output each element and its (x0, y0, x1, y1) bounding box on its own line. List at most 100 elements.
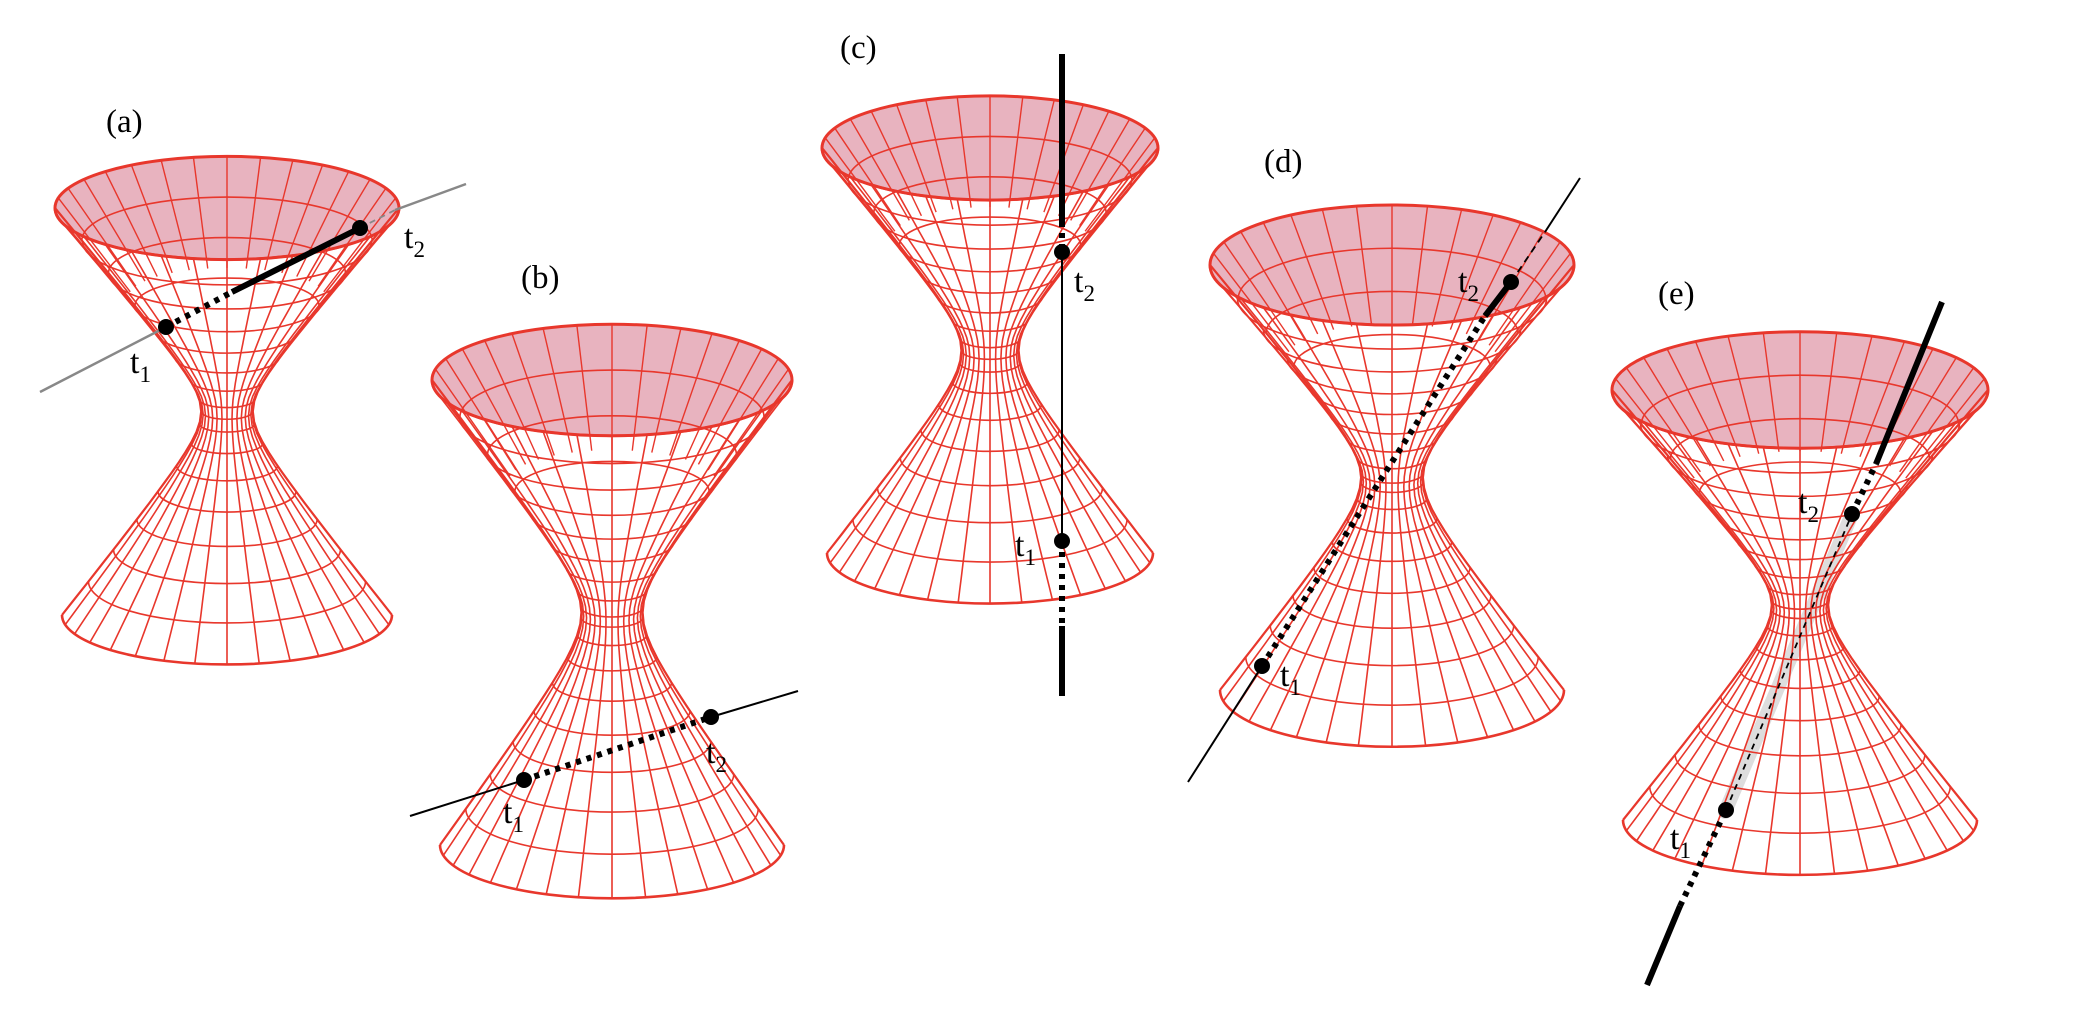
line-d-dashed (1510, 231, 1546, 283)
meridian (1762, 447, 1796, 874)
panel-label-e: (e) (1658, 276, 1695, 312)
ring (825, 552, 1155, 605)
meridian (1262, 307, 1371, 731)
interior-meridian (317, 187, 387, 287)
interior-meridian (956, 96, 972, 208)
meridian (1402, 320, 1463, 743)
interior-meridian (1449, 214, 1494, 330)
meridian (1804, 447, 1838, 874)
meridian (244, 244, 350, 651)
meridian (1240, 297, 1368, 722)
interior-meridian (104, 171, 158, 277)
silhouette-right (251, 207, 400, 616)
meridian (628, 426, 713, 890)
meridian (896, 190, 975, 596)
interior-meridian (160, 160, 190, 271)
line-b-thin-left (409, 779, 525, 817)
point-e-t1 (1718, 802, 1734, 818)
meridian (834, 167, 965, 573)
meridian (1419, 287, 1561, 713)
interior-meridian (669, 333, 713, 456)
meridian (240, 250, 324, 657)
interior-meridian (308, 178, 371, 282)
meridian (1321, 320, 1382, 743)
interior-meridian (296, 171, 350, 277)
meridian (83, 236, 207, 643)
interior-meridian (281, 164, 324, 274)
panel-c: (c) t1 t2 (820, 30, 1160, 696)
line-d (1187, 177, 1581, 783)
interior-meridian (684, 340, 740, 460)
meridian (1625, 411, 1775, 842)
line-d-thin-left (1187, 665, 1263, 783)
point-d-t2 (1503, 274, 1519, 290)
interior-meridian (834, 127, 901, 226)
panel-label-a: (a) (106, 104, 143, 140)
meridian (236, 255, 294, 661)
meridian (956, 198, 986, 603)
interior-meridian (57, 197, 131, 293)
interior-meridian (434, 368, 511, 477)
meridian (1009, 184, 1110, 590)
interior-meridian (1290, 214, 1335, 330)
interior-meridian (323, 197, 397, 293)
hyperboloid-mesh-a (53, 154, 401, 666)
interior-meridian (870, 110, 923, 217)
meridian (130, 250, 214, 657)
meridian (1223, 287, 1365, 713)
silhouette-right (1421, 264, 1575, 691)
interior-meridian (192, 157, 209, 269)
line-b-thin-right (710, 690, 799, 718)
interior-meridian (1889, 357, 1957, 467)
line-a (39, 182, 467, 394)
interior-meridian (1465, 222, 1522, 335)
interior-meridian (511, 333, 555, 456)
t2-label-b: t2 (706, 734, 727, 777)
t2-label-e: t2 (1798, 484, 1819, 527)
interior-meridian (1899, 367, 1975, 473)
interior-meridian (1859, 341, 1906, 458)
meridian (445, 400, 585, 866)
meridian (1413, 307, 1522, 731)
interior-meridian (576, 325, 593, 451)
ring (1610, 389, 1990, 450)
interior-meridian (484, 340, 540, 460)
meridian (1822, 421, 1957, 851)
meridian (632, 419, 740, 884)
interior-meridian (130, 164, 173, 274)
hyperboloid-mesh-c (820, 94, 1160, 605)
ring (438, 844, 786, 900)
meridian (1809, 443, 1873, 871)
panel-d: (d) t1 t2 (1187, 144, 1581, 783)
interior-meridian (83, 178, 146, 282)
interior-meridian (1008, 96, 1024, 208)
interior-meridian (1694, 341, 1741, 458)
interior-meridian (896, 104, 937, 213)
point-c-t2 (1054, 244, 1070, 260)
interior-meridian (1262, 222, 1319, 335)
interior-meridian (1079, 127, 1146, 226)
line-d-dotted (1259, 314, 1488, 668)
interior-meridian (925, 99, 954, 210)
meridian (484, 419, 592, 884)
meridian (1727, 443, 1791, 871)
hyperboloid-mesh-b (430, 322, 794, 900)
interior-meridian (697, 348, 763, 465)
panel-b: (b) t1 t2 (409, 260, 799, 900)
line-b (409, 690, 799, 817)
meridian (1397, 323, 1429, 746)
interior-meridian (1084, 137, 1156, 232)
silhouette-right (1017, 147, 1159, 554)
interior-meridian (824, 137, 896, 232)
meridian (160, 255, 218, 661)
meridian (1012, 176, 1131, 582)
silhouette-right (641, 379, 793, 846)
meridian (511, 426, 596, 890)
meridian (104, 244, 210, 651)
meridian (1000, 195, 1056, 600)
meridian (1005, 190, 1084, 596)
ring (1208, 264, 1576, 327)
line-e-dotted-bottom (1677, 808, 1729, 908)
line-a-thick (230, 225, 362, 295)
meridian (542, 431, 602, 895)
